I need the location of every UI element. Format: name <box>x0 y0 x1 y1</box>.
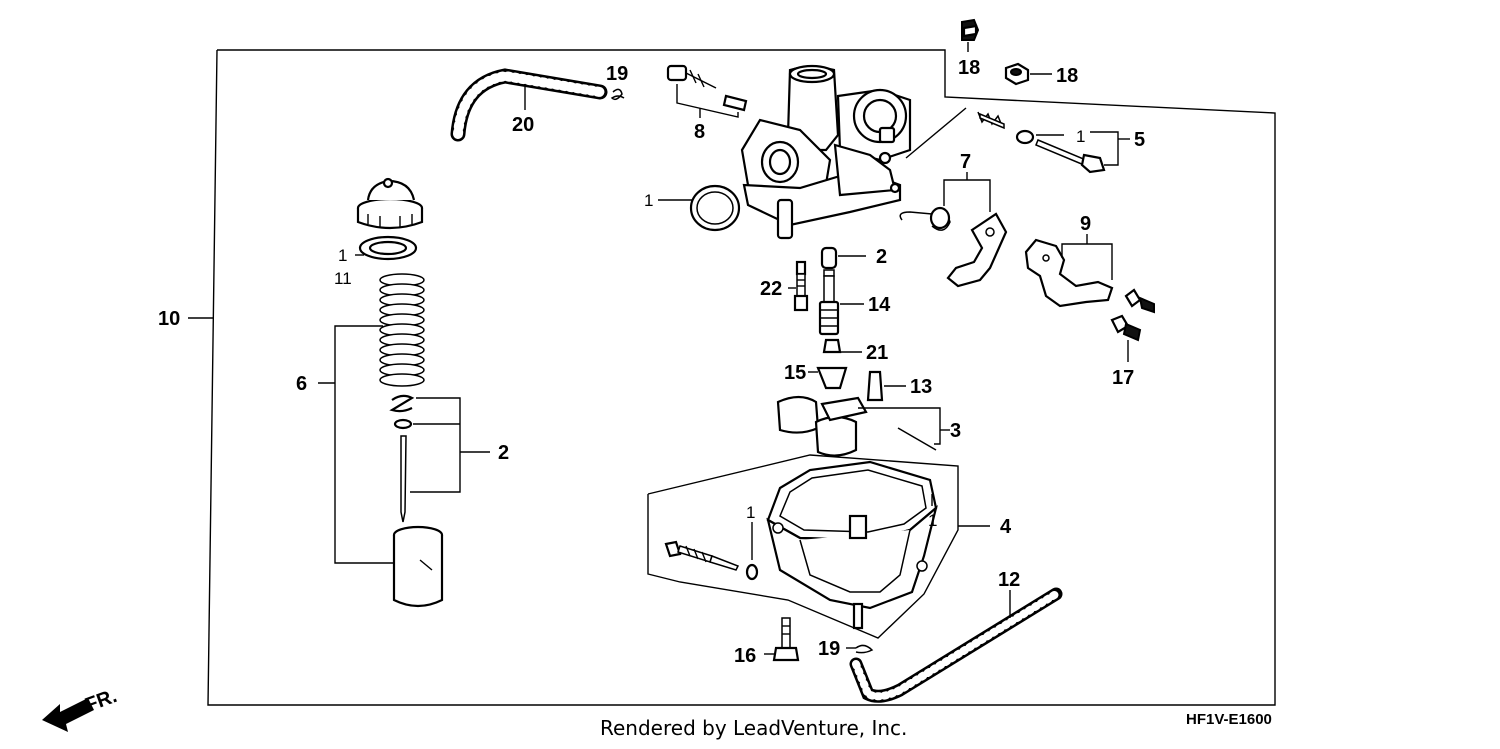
diagram-code: HF1V-E1600 <box>1186 711 1272 728</box>
callout-12: 12 <box>998 569 1020 591</box>
o-ring-air-screw <box>745 563 759 581</box>
callout-20: 20 <box>512 114 534 136</box>
direction-label: FR. <box>82 685 120 717</box>
bracket-4-outline <box>647 454 959 639</box>
callout-16: 16 <box>734 645 756 667</box>
drain-bolt <box>772 617 800 662</box>
bracket-3 <box>858 407 941 445</box>
callout-6: 6 <box>296 373 307 395</box>
pilot-screw-spring <box>977 111 1005 130</box>
carburetor-top-cap <box>356 177 424 230</box>
callout-8: 8 <box>694 121 705 143</box>
callout-11: 11 <box>334 269 352 288</box>
throttle-stop-screw <box>666 64 748 112</box>
callout-1-airscrew: 1 <box>746 503 755 522</box>
needle-jet <box>818 275 840 336</box>
bracket-screw-lower <box>1110 314 1142 342</box>
callout-5: 5 <box>1134 129 1145 151</box>
needle-jet-holder <box>820 246 838 277</box>
float <box>776 395 868 457</box>
bracket-7 <box>943 179 991 212</box>
cap-18-right <box>1004 62 1030 86</box>
callout-4: 4 <box>1000 516 1012 538</box>
callout-18-right: 18 <box>1056 65 1078 87</box>
throttle-spring <box>379 273 425 387</box>
o-ring-5 <box>1015 129 1035 145</box>
throttle-valve-slide <box>392 525 444 608</box>
cap-18-top <box>961 18 980 41</box>
choke-lever <box>946 212 1008 288</box>
callout-19-bottom: 19 <box>818 638 840 660</box>
callout-3: 3 <box>950 420 961 442</box>
footer-credit: Rendered by LeadVenture, Inc. <box>600 716 908 740</box>
callout-17: 17 <box>1112 367 1134 389</box>
callout-18-top: 18 <box>958 57 980 79</box>
callout-1-cap: 1 <box>338 246 347 265</box>
bracket-6 <box>334 325 393 564</box>
bracket-5 <box>1090 131 1119 166</box>
callout-14: 14 <box>868 294 891 316</box>
bracket-2-needle <box>410 397 461 493</box>
callout-1-pilot: 1 <box>1076 127 1085 146</box>
float-valve-seat <box>816 366 848 390</box>
clip-19-bottom <box>855 644 874 654</box>
callout-10: 10 <box>158 308 180 330</box>
callout-21: 21 <box>866 342 888 364</box>
callout-1-body: 1 <box>644 191 653 210</box>
bracket-8 <box>676 84 739 118</box>
front-direction-arrow: FR. <box>42 685 120 732</box>
float-pin <box>897 427 937 451</box>
assembly-frame <box>207 49 1276 706</box>
float-valve <box>866 370 884 402</box>
air-screw <box>664 540 740 571</box>
slow-jet <box>793 260 809 312</box>
callout-9: 9 <box>1080 213 1091 235</box>
pilot-screw <box>1035 139 1106 174</box>
callout-1-chamber: 1 <box>928 511 937 530</box>
callout-19-top: 19 <box>606 63 628 85</box>
leader-body-to-5 <box>905 107 967 159</box>
callout-22: 22 <box>760 278 782 300</box>
callout-7: 7 <box>960 151 971 173</box>
callout-15: 15 <box>784 362 806 384</box>
carburetor-body <box>740 64 912 240</box>
bracket-screw-upper <box>1124 288 1155 314</box>
bracket-9 <box>1061 243 1113 280</box>
needle-clip <box>389 394 415 413</box>
throttle-cable-bracket <box>1024 238 1114 308</box>
float-chamber <box>766 460 938 630</box>
callout-13: 13 <box>910 376 932 398</box>
jet-needle <box>400 435 407 523</box>
cap-gasket <box>358 235 418 261</box>
clip-19-top <box>610 88 625 101</box>
callout-2-center: 2 <box>876 246 887 268</box>
needle-washer <box>393 418 413 430</box>
callout-2-needle: 2 <box>498 442 509 464</box>
main-jet <box>822 338 842 354</box>
